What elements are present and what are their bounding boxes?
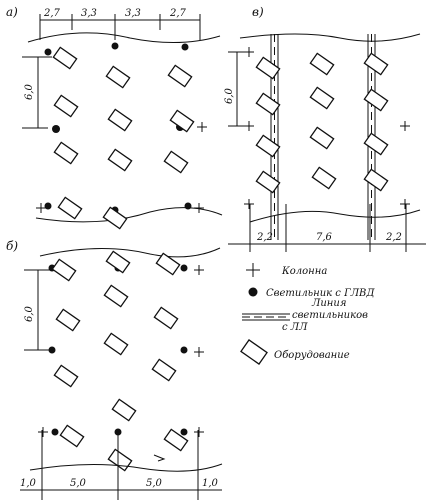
- lamp: [180, 346, 188, 354]
- dim-v-side: 6,0: [224, 87, 235, 104]
- lamp: [184, 202, 192, 210]
- dim-a-side: 6,0: [24, 83, 35, 100]
- equipment: [107, 448, 133, 472]
- equipment: [309, 126, 335, 150]
- panel-a: а) 2,7 3,3 3,3 2,7 6,0: [6, 5, 223, 230]
- legend-column-icon: [246, 263, 260, 277]
- column-cross: [38, 427, 48, 437]
- lamp: [111, 42, 119, 50]
- equipment: [53, 141, 79, 165]
- legend-lamp-icon: [248, 287, 258, 297]
- equipment: [105, 65, 131, 89]
- column-cross: [400, 199, 410, 209]
- legend-equipment-label: Оборудование: [274, 350, 350, 361]
- legend-light-line-icon: [242, 313, 290, 321]
- equipment: [163, 428, 189, 452]
- equipment: [55, 308, 81, 332]
- lamp: [52, 125, 60, 133]
- lamp: [44, 48, 52, 56]
- legend-light-line-label-1: Линия: [311, 298, 346, 309]
- legend: Колонна Светильник с ГЛВД Линия светильн…: [240, 263, 375, 365]
- equipment: [363, 52, 389, 76]
- equipment: [103, 332, 129, 356]
- column-cross: [244, 47, 254, 57]
- equipment: [111, 398, 137, 422]
- equipment: [363, 88, 389, 112]
- dim-v-bottom-1: 2,2: [256, 232, 273, 243]
- equipment: [107, 108, 133, 132]
- equipment: [255, 92, 281, 116]
- dim-b-bottom-2: 5,0: [70, 478, 87, 489]
- legend-light-line-label-3: с ЛЛ: [282, 322, 308, 333]
- dim-a-top-2: 3,3: [81, 8, 97, 19]
- equipment: [363, 168, 389, 192]
- equipment: [167, 64, 193, 88]
- dim-a-top-4: 2,7: [169, 8, 187, 19]
- dim-b-bottom-1: 1,0: [20, 478, 37, 489]
- legend-column-label: Колонна: [281, 266, 327, 277]
- dim-a-top-1: 2,7: [43, 8, 61, 19]
- legend-light-line-label-2: светильников: [292, 310, 368, 321]
- lamp: [180, 264, 188, 272]
- dim-a-top-3: 3,3: [125, 8, 141, 19]
- lamp: [181, 43, 189, 51]
- equipment: [57, 196, 83, 220]
- column-cross: [400, 121, 410, 131]
- lamp: [44, 202, 52, 210]
- dim-v-bottom-2: 7,6: [316, 232, 333, 243]
- column-cross: [194, 265, 204, 275]
- equipment: [169, 109, 195, 133]
- dim-b-bottom-3: 5,0: [146, 478, 163, 489]
- equipment: [255, 170, 281, 194]
- equipment: [311, 166, 337, 190]
- dim-v-bottom-3: 2,2: [385, 232, 402, 243]
- column-cross: [197, 122, 207, 132]
- equipment-arrow: [153, 454, 166, 462]
- column-cross: [36, 203, 46, 213]
- equipment: [309, 52, 335, 76]
- equipment: [309, 86, 335, 110]
- column-cross: [194, 427, 204, 437]
- equipment: [255, 134, 281, 158]
- legend-equipment-icon: [240, 339, 268, 365]
- lamp: [51, 428, 59, 436]
- dim-b-side: 6,0: [24, 305, 35, 322]
- dim-b-bottom-4: 1,0: [202, 478, 219, 489]
- equipment: [103, 284, 129, 308]
- panel-b: б) 6,0: [6, 239, 223, 500]
- equipment: [59, 424, 85, 448]
- equipment: [151, 358, 177, 382]
- legend-lamp-label: Светильник с ГЛВД: [266, 288, 375, 299]
- equipment: [163, 150, 189, 174]
- panel-label-v: в): [252, 5, 264, 19]
- equipment: [107, 148, 133, 172]
- column-cross: [244, 121, 254, 131]
- equipment: [255, 56, 281, 80]
- lamp: [180, 428, 188, 436]
- panel-v: в) 6,0: [224, 5, 426, 252]
- equipment: [105, 250, 131, 274]
- equipment: [52, 46, 78, 70]
- panel-label-a: а): [6, 5, 18, 19]
- column-cross: [244, 199, 254, 209]
- lamp: [48, 346, 56, 354]
- equipment: [102, 206, 128, 230]
- equipment: [51, 258, 77, 282]
- equipment: [155, 252, 181, 276]
- column-cross: [194, 347, 204, 357]
- panel-label-b: б): [6, 239, 18, 253]
- equipment: [153, 306, 179, 330]
- equipment: [53, 94, 79, 118]
- equipment: [53, 364, 79, 388]
- equipment: [363, 132, 389, 156]
